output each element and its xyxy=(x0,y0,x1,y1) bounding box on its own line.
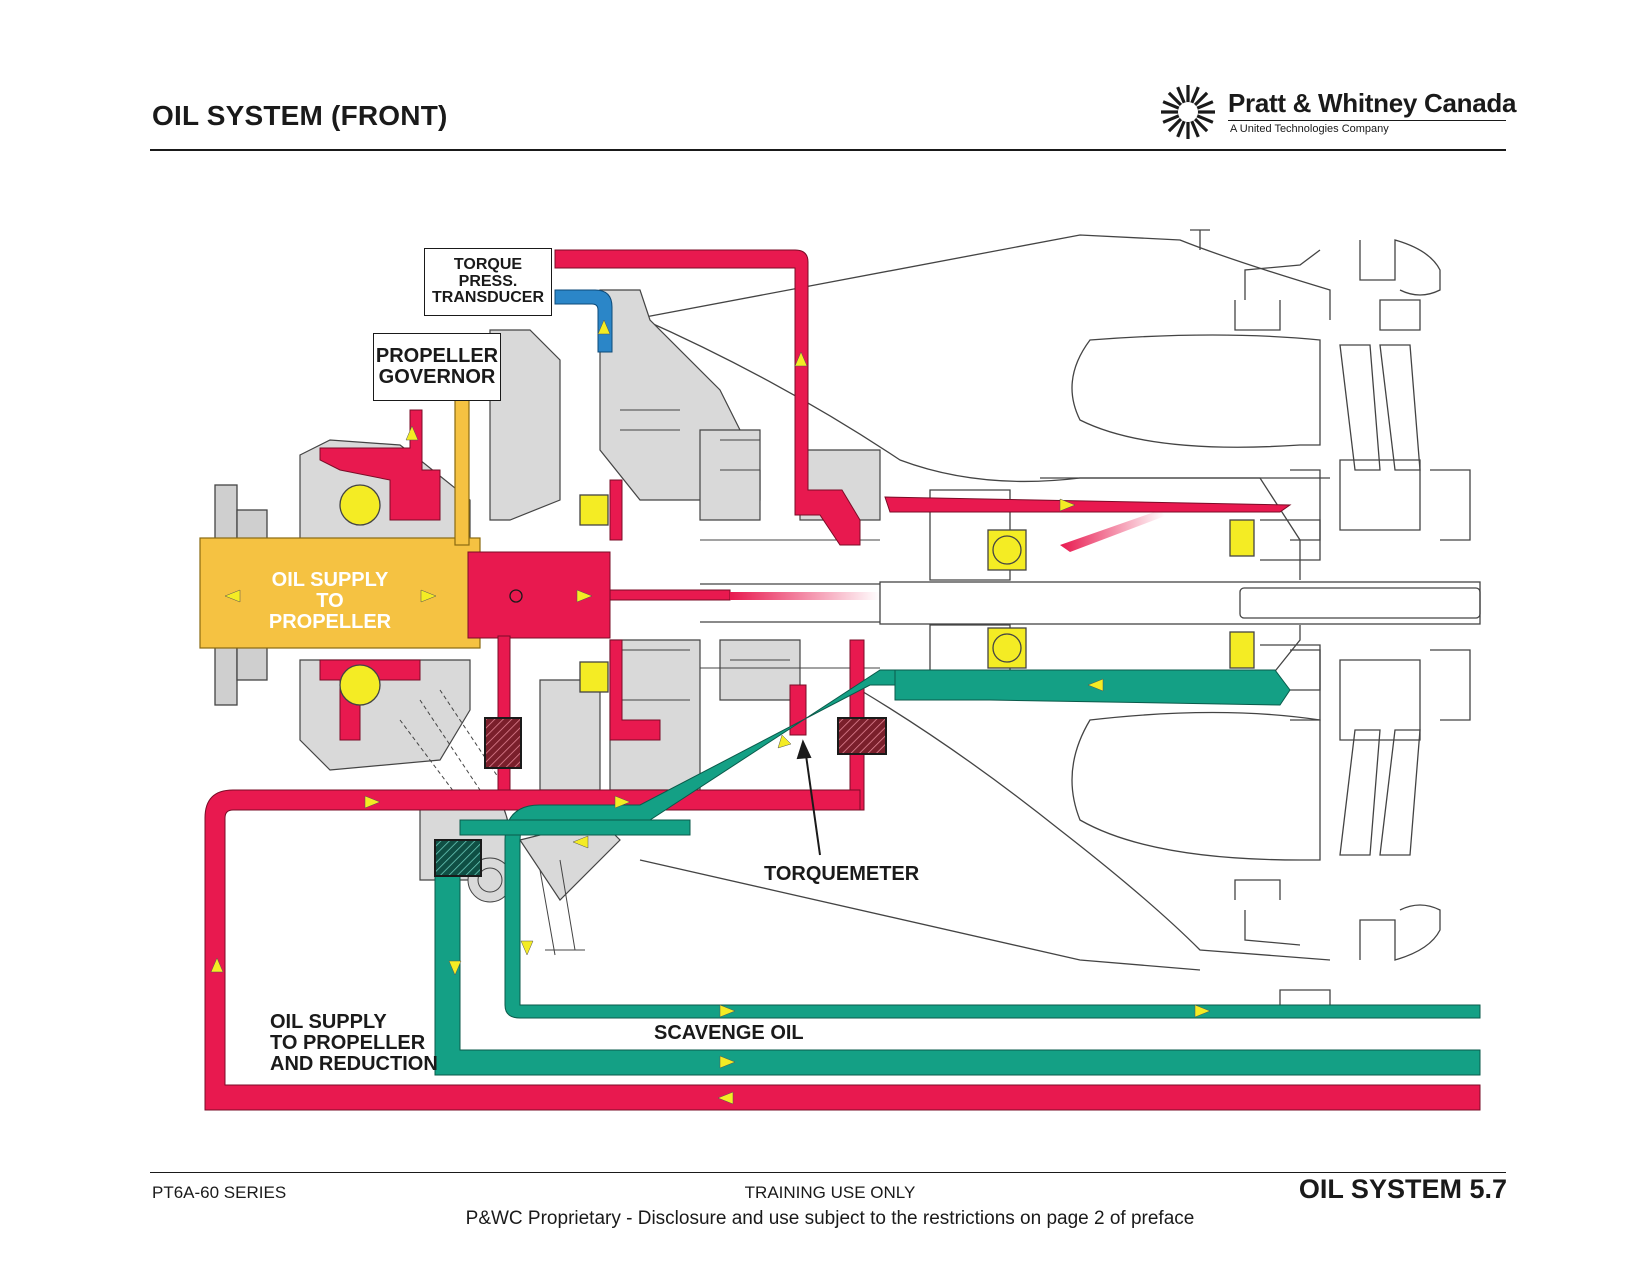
oil-supply-propeller-line-2: TO PROPELLER xyxy=(268,590,392,633)
propeller-governor-label: PROPELLER GOVERNOR xyxy=(373,333,501,401)
torque-pressure-oil xyxy=(554,289,613,353)
oil-supply-reduction-label: OIL SUPPLY TO PROPELLER AND REDUCTION xyxy=(270,1012,438,1075)
oil-supply-propeller-line-1: OIL SUPPLY xyxy=(271,569,389,591)
footer-series: PT6A-60 SERIES xyxy=(152,1183,287,1202)
torquemeter-label: TORQUEMETER xyxy=(764,863,920,885)
torque-transducer-line-1: TORQUE xyxy=(453,255,523,273)
oil-supply-propeller-label: OIL SUPPLY TO PROPELLER xyxy=(255,570,405,633)
bearings xyxy=(339,484,1255,706)
flow-arrows xyxy=(210,319,1211,1105)
propeller-governor-line-1: PROPELLER xyxy=(375,345,499,367)
torque-transducer-line-2: PRESS. xyxy=(458,272,518,290)
scavenge-oil-circuit xyxy=(434,669,1481,1076)
logo-company-name: Pratt & Whitney Canada xyxy=(1228,88,1517,118)
torquemeter-pointer xyxy=(796,739,821,856)
footer-proprietary-notice: P&WC Proprietary - Disclosure and use su… xyxy=(465,1208,1195,1229)
torque-transducer-line-3: TRANSDUCER xyxy=(432,289,544,307)
torque-transducer-label: TORQUE PRESS. TRANSDUCER xyxy=(424,248,552,316)
oil-supply-reduction-line-3: AND REDUCTION xyxy=(270,1053,438,1075)
propeller-governor-line-2: GOVERNOR xyxy=(378,366,496,388)
header-divider xyxy=(150,149,1506,151)
oil-supply-reduction-line-2: TO PROPELLER xyxy=(270,1032,426,1054)
logo-divider xyxy=(1228,120,1506,121)
logo-subtitle: A United Technologies Company xyxy=(1230,123,1389,135)
scavenge-oil-label: SCAVENGE OIL xyxy=(654,1022,804,1044)
oil-filters xyxy=(434,717,887,877)
page-title: OIL SYSTEM (FRONT) xyxy=(152,100,448,131)
company-logo: Pratt & Whitney Canada A United Technolo… xyxy=(1160,82,1516,142)
footer-training-notice: TRAINING USE ONLY xyxy=(744,1183,916,1202)
oil-supply-reduction-line-1: OIL SUPPLY xyxy=(270,1011,387,1033)
footer-divider xyxy=(150,1172,1506,1173)
engine-structure xyxy=(639,229,1481,1011)
footer-section: OIL SYSTEM 5.7 xyxy=(1298,1174,1507,1204)
propeller-shaft-port xyxy=(509,589,523,603)
pwc-sunburst-logo-icon xyxy=(1161,85,1215,139)
